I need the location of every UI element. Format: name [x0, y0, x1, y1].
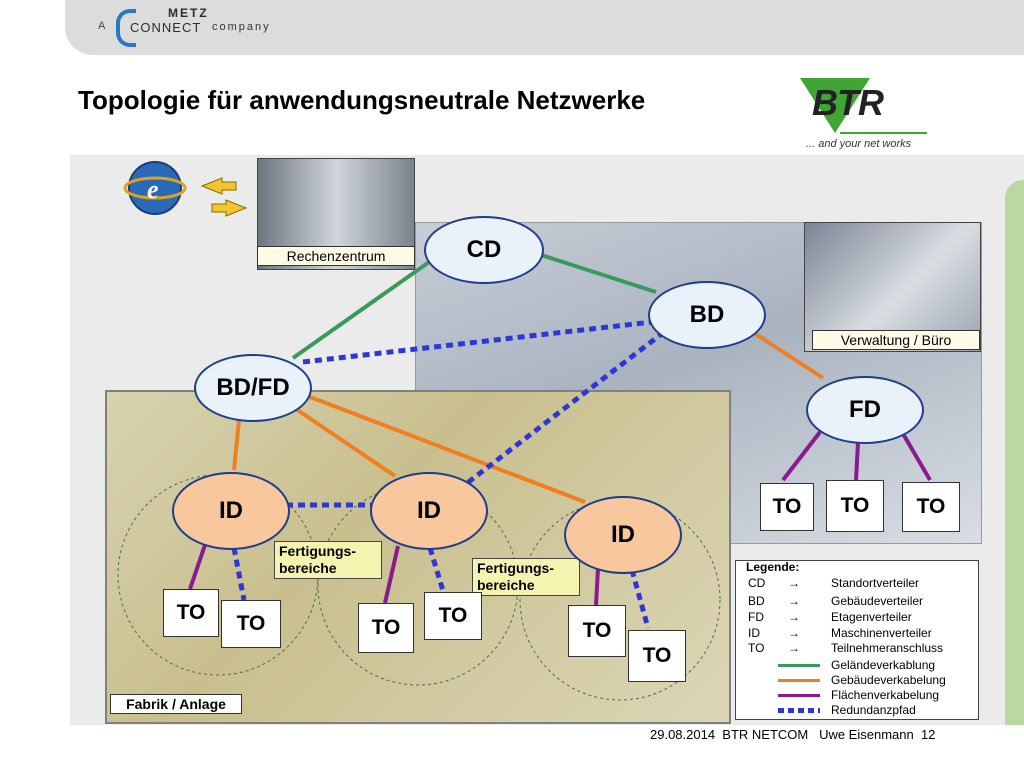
factory-caption: Fabrik / Anlage [110, 694, 242, 714]
globe-icon: e [123, 161, 187, 215]
logo-metz-text: METZ [168, 6, 209, 20]
legend-line-campus: Geländeverkablung [748, 658, 976, 674]
legend-row-to: TO → Teilnehmeranschluss [748, 641, 976, 657]
node-bd: BD [648, 281, 766, 349]
arrow-right-icon: → [788, 641, 800, 655]
logo-company-text: company [212, 21, 271, 33]
legend-line-swatch [778, 708, 820, 713]
production-area-label-1-line1: Fertigungs- [279, 543, 356, 559]
outlet-id3-2: TO [628, 630, 686, 682]
campus-cable-cd-bdfd [291, 258, 434, 360]
outlet-id1-2: TO [221, 600, 281, 648]
legend-row-bd: BD → Gebäudeverteiler [748, 594, 976, 610]
building-cable-bdfd-id3 [304, 393, 586, 504]
outlet-fd-3: TO [902, 482, 960, 532]
legend-abbr: TO [748, 641, 765, 655]
legend-line-swatch [778, 664, 820, 667]
outlet-fd-1: TO [760, 483, 814, 531]
node-cd: CD [424, 216, 544, 284]
arrow-right-icon: → [788, 576, 800, 590]
legend-row-cd: CD → Standortverteiler [748, 576, 976, 592]
floor-cable-fd-to1 [781, 430, 822, 482]
legend-desc: Maschinenverteiler [831, 626, 932, 640]
floor-cable-id1-to1 [188, 541, 208, 590]
slide-title: Topologie für anwendungsneutrale Netzwer… [78, 85, 646, 115]
legend-abbr: BD [748, 594, 765, 608]
legend-desc: Gebäudeverteiler [831, 594, 924, 608]
floor-cable-id2-to1 [383, 545, 400, 604]
btr-logo-text: BTR [812, 82, 884, 123]
production-area-label-2: Fertigungs- bereiche [472, 558, 580, 596]
outlet-id1-1: TO [163, 589, 219, 637]
legend-desc: Geländeverkablung [831, 658, 936, 672]
svg-text:e: e [147, 175, 159, 204]
legend-desc: Redundanzpfad [831, 703, 916, 717]
outlet-id3-1: TO [568, 605, 626, 657]
legend-title: Legende: [746, 560, 800, 574]
production-area-label-2-line2: bereiche [477, 577, 535, 593]
legend: Legende: CD → Standortverteiler BD → Geb… [735, 560, 979, 720]
arrow-right-icon: → [788, 626, 800, 640]
legend-abbr: CD [748, 576, 766, 590]
node-fd: FD [806, 376, 924, 444]
outlet-fd-2: TO [826, 480, 884, 532]
legend-line-swatch [778, 679, 820, 682]
legend-desc: Standortverteiler [831, 576, 920, 590]
redundancy-id1-to2 [231, 547, 247, 601]
legend-row-fd: FD → Etagenverteiler [748, 610, 976, 626]
legend-line-redundancy: Redundanzpfad [748, 703, 976, 719]
redundancy-id3-to2 [629, 569, 651, 629]
legend-desc: Flächenverkabelung [831, 688, 940, 702]
redundancy-bd-id2 [460, 330, 666, 489]
logo-connect-text: CONNECT [130, 20, 202, 35]
floor-cable-fd-to3 [900, 430, 932, 482]
outlet-id2-1: TO [358, 603, 414, 653]
floor-cable-id3-to1 [594, 567, 600, 606]
legend-row-id: ID → Maschinenverteiler [748, 626, 976, 642]
btr-tagline: ... and your net works [806, 138, 912, 150]
node-id-1: ID [172, 472, 290, 550]
legend-line-swatch [778, 694, 820, 697]
outlet-id2-2: TO [424, 592, 482, 640]
node-bd-fd: BD/FD [194, 354, 312, 422]
side-accent [1005, 180, 1024, 725]
slide-footer: 29.08.2014 BTR NETCOM Uwe Eisenmann 12 [650, 727, 936, 742]
legend-line-floor: Flächenverkabelung [748, 688, 976, 704]
campus-cable-cd-bd [537, 252, 657, 294]
swap-arrows-icon [200, 177, 248, 217]
legend-desc: Gebäudeverkabelung [831, 673, 946, 687]
redundancy-bdfd-bd [302, 319, 653, 365]
arrow-right-icon: → [788, 610, 800, 624]
data-center-caption: Rechenzentrum [257, 246, 415, 266]
redundancy-id2-to2 [427, 547, 447, 595]
building-cable-bdfd-id2 [288, 403, 397, 478]
btr-logo-icon [800, 78, 927, 134]
header-bar [65, 0, 1024, 55]
office-caption: Verwaltung / Büro [812, 330, 980, 350]
production-area-label-1: Fertigungs- bereiche [274, 541, 382, 579]
node-id-2: ID [370, 472, 488, 550]
production-area-label-1-line2: bereiche [279, 560, 337, 576]
legend-line-building: Gebäudeverkabelung [748, 673, 976, 689]
legend-desc: Etagenverteiler [831, 610, 912, 624]
floor-cable-fd-to2 [854, 441, 860, 481]
node-id-3: ID [564, 496, 682, 574]
production-area-label-2-line1: Fertigungs- [477, 560, 554, 576]
legend-abbr: ID [748, 626, 760, 640]
logo-a-text: A [98, 20, 108, 32]
legend-abbr: FD [748, 610, 764, 624]
metz-connect-logo-icon [116, 9, 136, 47]
arrow-right-icon: → [788, 594, 800, 608]
legend-desc: Teilnehmeranschluss [831, 641, 944, 655]
